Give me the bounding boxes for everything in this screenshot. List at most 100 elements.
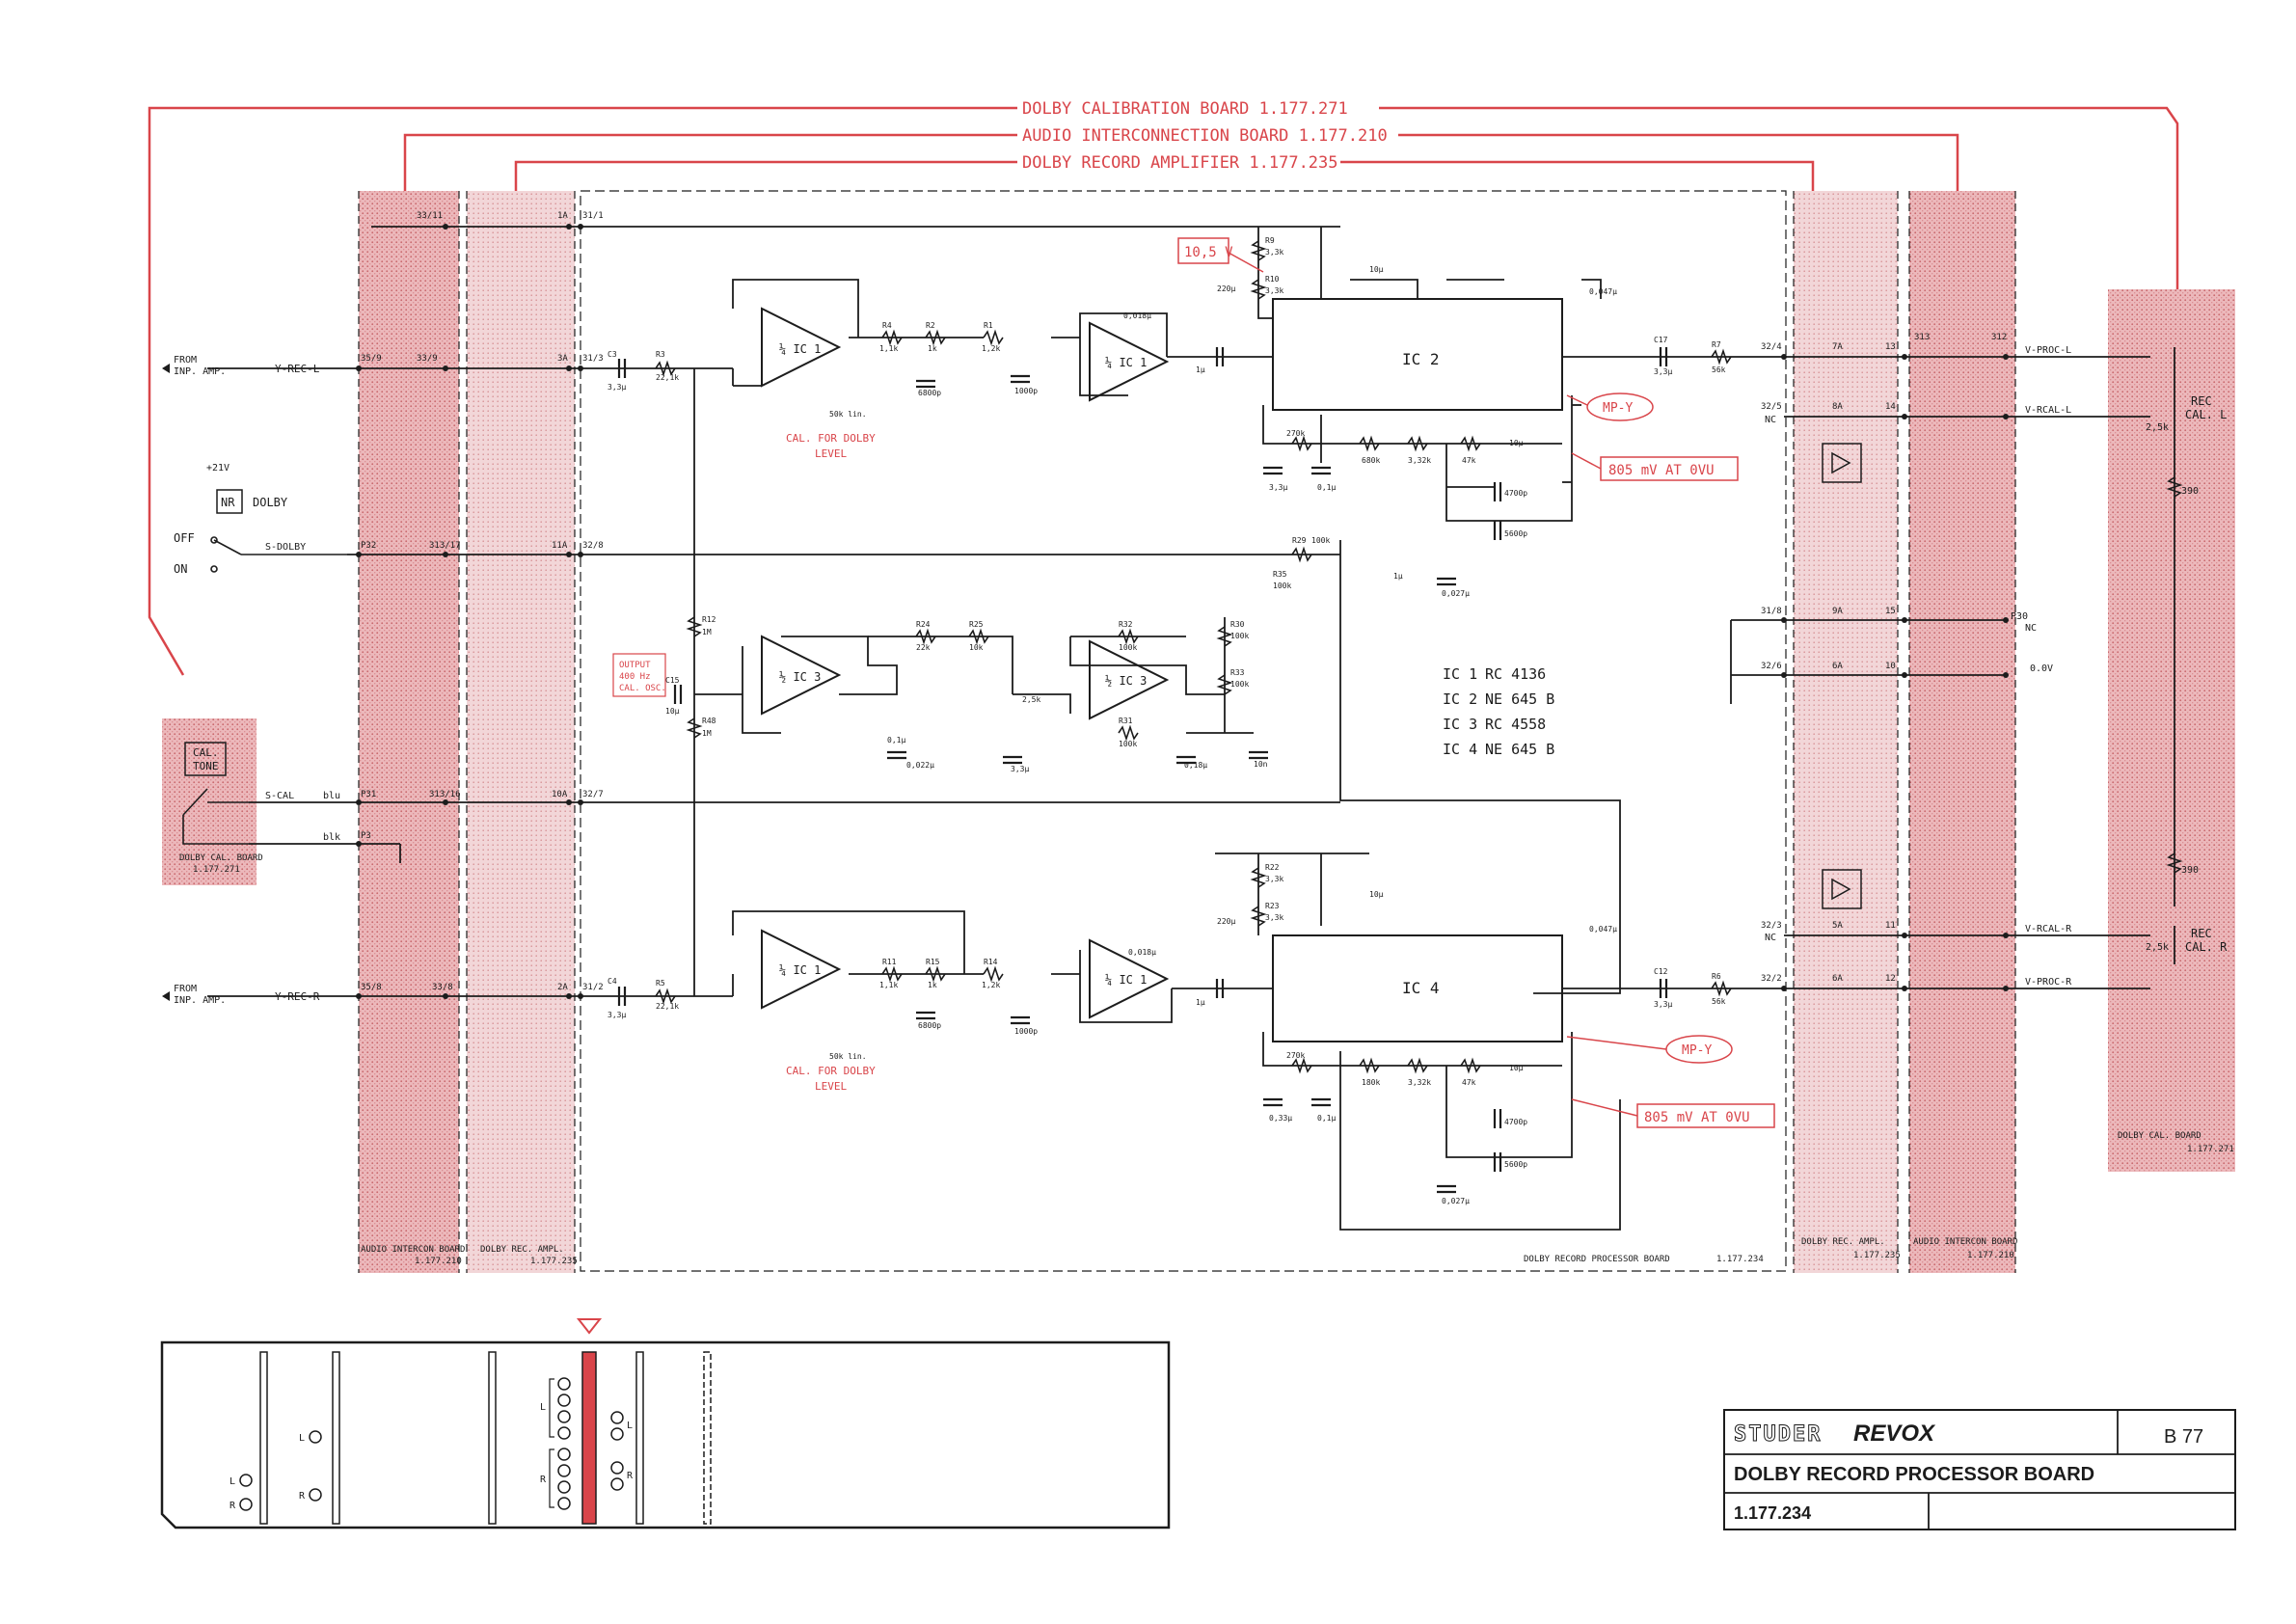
opamp-ic1d bbox=[1089, 938, 1170, 1019]
svg-text:0,027µ: 0,027µ bbox=[1442, 589, 1470, 598]
svg-text:3,3k: 3,3k bbox=[1265, 875, 1283, 883]
input-arrow-bottom bbox=[162, 991, 170, 1001]
right-pin-labels: 32/4 7A 13 313 312 32/5 8A 14 31/8 9A 15… bbox=[1761, 333, 2007, 984]
svg-text:R: R bbox=[627, 1471, 634, 1481]
svg-text:10n: 10n bbox=[1254, 760, 1268, 769]
svg-text:0,047µ: 0,047µ bbox=[1589, 287, 1617, 296]
svg-text:1,1k: 1,1k bbox=[879, 981, 898, 989]
svg-text:313/17: 313/17 bbox=[429, 541, 461, 551]
svg-text:R: R bbox=[230, 1501, 236, 1511]
mpy-bottom-label: MP-Y bbox=[1682, 1043, 1712, 1058]
svg-text:100k: 100k bbox=[1119, 740, 1137, 748]
svg-text:2,5k: 2,5k bbox=[1022, 695, 1040, 704]
s-cal-label: S-CAL bbox=[265, 791, 294, 801]
from-inp-top: FROM bbox=[174, 355, 197, 365]
cal-tone-2: TONE bbox=[193, 760, 219, 772]
svg-text:31/2: 31/2 bbox=[582, 983, 604, 992]
opamp-shapes bbox=[761, 307, 1170, 1019]
blu-label: blu bbox=[323, 791, 340, 801]
svg-text:15: 15 bbox=[1885, 607, 1896, 616]
ic3b-label: ½ IC 3 bbox=[1105, 674, 1147, 688]
label-right-cal: DOLBY CAL. BOARD bbox=[2118, 1131, 2201, 1141]
y-rec-l-label: Y-REC-L bbox=[275, 363, 320, 375]
label-right-cal-no: 1.177.271 bbox=[2187, 1145, 2234, 1154]
svg-text:1000p: 1000p bbox=[1014, 1027, 1038, 1036]
svg-text:270k: 270k bbox=[1286, 429, 1305, 438]
rec-cal-r-label: REC bbox=[2191, 927, 2212, 940]
left-interconnect-strip bbox=[359, 191, 459, 1273]
v-proc-r-label: V-PROC-R bbox=[2025, 977, 2072, 988]
svg-text:4700p: 4700p bbox=[1504, 1118, 1527, 1126]
nr-switch-box[interactable] bbox=[216, 489, 243, 514]
dolby-switch[interactable] bbox=[210, 536, 347, 573]
cal-tone-box[interactable] bbox=[184, 742, 227, 776]
svg-text:R2: R2 bbox=[926, 321, 935, 330]
svg-text:33/8: 33/8 bbox=[432, 983, 453, 992]
svg-text:12: 12 bbox=[1885, 974, 1896, 984]
brand-studer: STUDER bbox=[1734, 1422, 1822, 1447]
svg-text:R5: R5 bbox=[656, 979, 665, 988]
input-arrow-top bbox=[162, 364, 170, 373]
svg-text:47k: 47k bbox=[1462, 1078, 1476, 1087]
svg-text:R23: R23 bbox=[1265, 902, 1280, 910]
nr-label: NR bbox=[221, 496, 235, 509]
svg-text:5A: 5A bbox=[1832, 921, 1843, 931]
svg-text:22,1k: 22,1k bbox=[656, 1002, 679, 1011]
p30-label: P30 bbox=[2011, 611, 2028, 622]
title-block bbox=[1723, 1409, 2236, 1530]
svg-text:10µ: 10µ bbox=[665, 707, 680, 716]
opamp-ic3a bbox=[761, 635, 842, 716]
svg-text:1M: 1M bbox=[702, 628, 712, 636]
rec-cal-r2-label: CAL. R bbox=[2185, 940, 2228, 954]
svg-text:313: 313 bbox=[1914, 333, 1930, 342]
rec-cal-l-label: REC bbox=[2191, 394, 2212, 408]
label-right-interconn: AUDIO INTERCON BOARD bbox=[1913, 1237, 2017, 1247]
connector-dots[interactable] bbox=[356, 224, 2009, 999]
rec-cal-l2-label: CAL. L bbox=[2185, 408, 2227, 421]
svg-text:11: 11 bbox=[1885, 921, 1896, 931]
svg-text:R: R bbox=[299, 1491, 306, 1502]
svg-text:6800p: 6800p bbox=[918, 389, 941, 397]
right-interconnect-strip bbox=[1909, 191, 2015, 1273]
svg-text:10µ: 10µ bbox=[1509, 439, 1524, 447]
svg-text:32/4: 32/4 bbox=[1761, 342, 1782, 352]
svg-text:3A: 3A bbox=[557, 354, 568, 364]
osc-2: 400 Hz bbox=[619, 672, 651, 682]
r390-a-label: 390 bbox=[2181, 486, 2199, 497]
cal-tone-1: CAL. bbox=[193, 746, 219, 759]
opamp-ic1c bbox=[761, 929, 842, 1010]
s-dolby-label: S-DOLBY bbox=[265, 542, 306, 553]
v-rcal-r-label: V-RCAL-R bbox=[2025, 924, 2072, 934]
svg-text:1µ: 1µ bbox=[1196, 998, 1205, 1007]
svg-text:R12: R12 bbox=[702, 615, 716, 624]
svg-text:IC 4: IC 4 bbox=[1443, 741, 1477, 758]
svg-text:IC 1: IC 1 bbox=[1443, 665, 1477, 683]
svg-text:8A: 8A bbox=[1832, 402, 1843, 412]
svg-text:10k: 10k bbox=[969, 643, 984, 652]
level-bottom-box bbox=[1636, 1103, 1775, 1128]
ic4-label: IC 4 bbox=[1402, 979, 1440, 997]
cal-tone-switch[interactable] bbox=[182, 788, 249, 845]
on-label: ON bbox=[174, 562, 187, 576]
label-processor-no: 1.177.234 bbox=[1716, 1255, 1764, 1264]
ic1d-label: ¼ IC 1 bbox=[1105, 973, 1147, 987]
svg-text:1,2k: 1,2k bbox=[982, 344, 1000, 353]
v-proc-l-label: V-PROC-L bbox=[2025, 345, 2071, 356]
svg-text:312: 312 bbox=[1991, 333, 2007, 342]
svg-text:100k: 100k bbox=[1119, 643, 1137, 652]
svg-text:3,3µ: 3,3µ bbox=[1654, 1000, 1672, 1009]
svg-text:9A: 9A bbox=[1832, 607, 1843, 616]
svg-text:R33: R33 bbox=[1230, 668, 1245, 677]
svg-text:35/9: 35/9 bbox=[361, 354, 382, 364]
svg-text:3,32k: 3,32k bbox=[1408, 456, 1431, 465]
svg-text:NE 645 B: NE 645 B bbox=[1485, 690, 1554, 708]
svg-text:313/16: 313/16 bbox=[429, 790, 461, 799]
cal-bot-1: CAL. FOR DOLBY bbox=[786, 1065, 876, 1077]
p30-nc-label: NC bbox=[2025, 623, 2037, 634]
off-label: OFF bbox=[174, 531, 195, 545]
svg-text:22,1k: 22,1k bbox=[656, 373, 679, 382]
highlighted-slot bbox=[581, 1351, 597, 1525]
svg-text:47k: 47k bbox=[1462, 456, 1476, 465]
label-left-interconn: AUDIO INTERCON BOARD bbox=[361, 1245, 465, 1255]
